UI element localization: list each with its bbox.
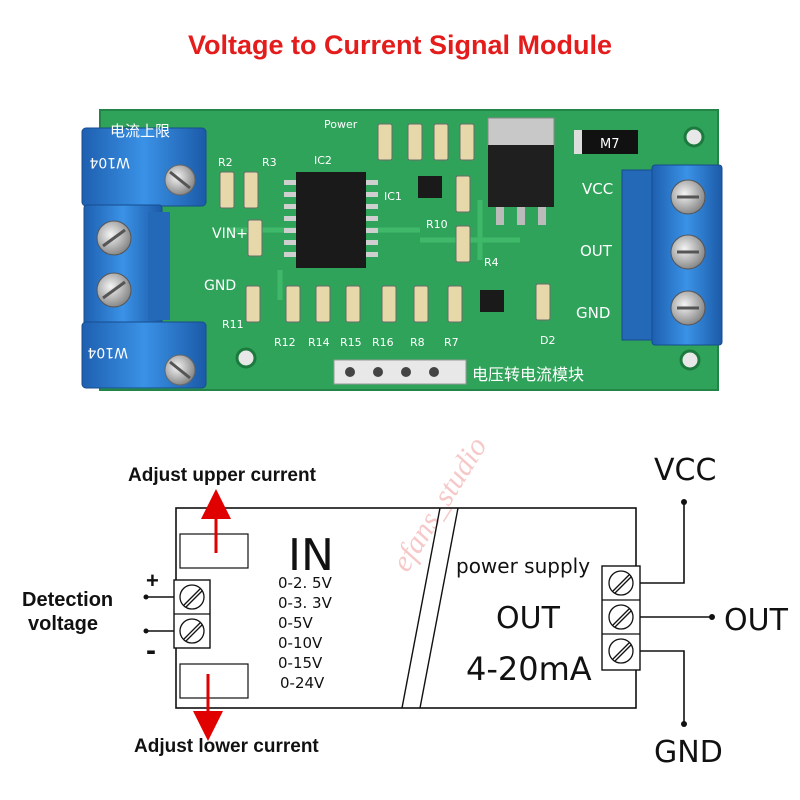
gnd-label: GND bbox=[654, 735, 723, 770]
label-gnd-left: GND bbox=[204, 278, 236, 294]
label-r15: R15 bbox=[340, 336, 362, 349]
diode-label: M7 bbox=[600, 137, 620, 152]
detection-label-line2: voltage bbox=[28, 613, 98, 635]
wiring-diagram: Adjust upper current Adjust lower curren… bbox=[22, 453, 789, 770]
smd-components bbox=[219, 123, 551, 323]
pot-label: W104 bbox=[87, 344, 128, 360]
upper-pot-symbol bbox=[179, 533, 249, 569]
out-center-label: OUT bbox=[496, 601, 561, 636]
plus-sign: + bbox=[146, 568, 159, 593]
pot-label: W104 bbox=[89, 154, 130, 170]
input-range-item: 0-5V bbox=[278, 614, 313, 632]
adjust-upper-label: Adjust upper current bbox=[128, 465, 317, 486]
mounting-hole bbox=[235, 347, 257, 369]
in-label: IN bbox=[288, 530, 334, 581]
mounting-hole bbox=[683, 126, 705, 148]
out-right-label: OUT bbox=[724, 603, 789, 638]
label-ic2: IC2 bbox=[314, 154, 332, 167]
label-r7: R7 bbox=[444, 336, 459, 349]
diode-m7: M7 bbox=[574, 130, 638, 154]
label-out: OUT bbox=[580, 242, 613, 260]
detection-label-line1: Detection bbox=[22, 589, 113, 611]
input-range-item: 0-3. 3V bbox=[278, 594, 333, 612]
pcb-board: W104 W104 bbox=[81, 109, 723, 577]
label-vcc: VCC bbox=[582, 180, 613, 198]
power-supply-label: power supply bbox=[456, 554, 590, 578]
ic1-chip bbox=[418, 176, 442, 198]
header-pins bbox=[333, 359, 467, 385]
mounting-hole bbox=[679, 349, 701, 371]
label-r11: R11 bbox=[222, 318, 244, 331]
input-range-item: 0-10V bbox=[278, 634, 323, 652]
out-range-label: 4-20mA bbox=[466, 650, 592, 688]
label-upper-limit-cn: 电流上限 bbox=[110, 122, 170, 140]
lower-potentiometer: W104 bbox=[81, 321, 207, 389]
label-r16: R16 bbox=[372, 336, 394, 349]
label-module-cn: 电压转电流模块 bbox=[472, 365, 584, 384]
lower-pot-symbol bbox=[179, 663, 249, 699]
label-r2: R2 bbox=[218, 156, 233, 169]
minus-sign: - bbox=[146, 634, 156, 667]
vcc-label: VCC bbox=[654, 453, 716, 488]
output-terminal-block bbox=[621, 164, 723, 346]
label-r12: R12 bbox=[274, 336, 296, 349]
label-ic1: IC1 bbox=[384, 190, 402, 203]
upper-potentiometer: W104 bbox=[81, 127, 207, 207]
page-title: Voltage to Current Signal Module bbox=[187, 30, 612, 60]
label-vin-plus: VIN+ bbox=[212, 226, 248, 242]
voltage-regulator bbox=[487, 117, 555, 225]
main-ic bbox=[284, 172, 378, 268]
label-r14: R14 bbox=[308, 336, 330, 349]
label-r3: R3 bbox=[262, 156, 277, 169]
label-r4: R4 bbox=[484, 256, 499, 269]
transistor bbox=[480, 290, 504, 312]
label-d2: D2 bbox=[540, 334, 555, 347]
label-power: Power bbox=[324, 118, 358, 131]
input-range-item: 0-24V bbox=[280, 674, 325, 692]
input-ranges: 0-2. 5V 0-3. 3V 0-5V 0-10V 0-15V 0-24V bbox=[278, 574, 333, 692]
label-r8: R8 bbox=[410, 336, 425, 349]
input-range-item: 0-2. 5V bbox=[278, 574, 333, 592]
adjust-lower-label: Adjust lower current bbox=[134, 736, 319, 757]
label-gnd-right: GND bbox=[576, 304, 610, 322]
input-terminal-block bbox=[83, 204, 170, 328]
input-range-item: 0-15V bbox=[278, 654, 323, 672]
label-r10: R10 bbox=[426, 218, 448, 231]
